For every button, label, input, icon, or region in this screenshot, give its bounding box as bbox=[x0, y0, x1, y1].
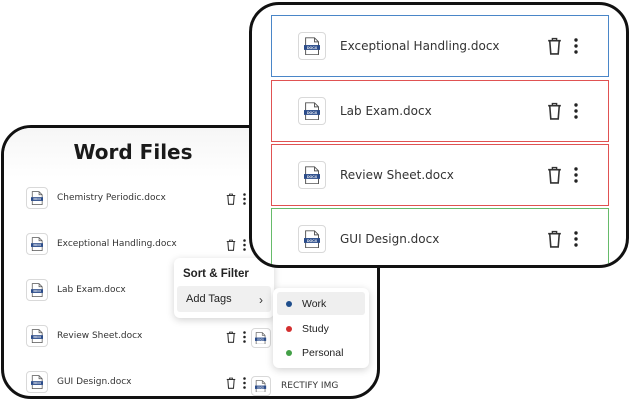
tag-color-dot bbox=[286, 325, 292, 332]
svg-text:DOCX: DOCX bbox=[33, 289, 41, 293]
trash-icon[interactable] bbox=[226, 238, 236, 251]
svg-text:DOCX: DOCX bbox=[258, 387, 265, 389]
tag-color-dot bbox=[286, 300, 292, 307]
tagged-file-row[interactable]: DOCX GUI Design.docx bbox=[271, 208, 609, 265]
file-name: GUI Design.docx bbox=[57, 377, 132, 387]
svg-text:DOCX: DOCX bbox=[33, 335, 41, 339]
context-menu: Sort & Filter Add Tags › bbox=[174, 258, 274, 318]
more-vertical-icon[interactable] bbox=[574, 231, 578, 247]
docx-file-icon: DOCX bbox=[251, 328, 271, 348]
trash-icon[interactable] bbox=[226, 376, 236, 389]
trash-icon[interactable] bbox=[226, 330, 236, 343]
add-tags-label: Add Tags bbox=[186, 293, 232, 305]
tagged-file-row[interactable]: DOCX Lab Exam.docx bbox=[271, 80, 609, 142]
svg-text:DOCX: DOCX bbox=[33, 243, 41, 247]
file-row[interactable]: DOCX Exceptional Handling.docx bbox=[26, 229, 246, 259]
sort-filter-menu-item[interactable]: Sort & Filter bbox=[174, 261, 274, 287]
more-vertical-icon[interactable] bbox=[243, 376, 246, 389]
docx-file-icon: DOCX bbox=[26, 279, 48, 301]
file-name: Lab Exam.docx bbox=[340, 104, 432, 118]
file-row[interactable]: DOCX Lab Exam.docx bbox=[26, 275, 246, 305]
docx-file-icon: DOCX bbox=[26, 325, 48, 347]
trash-icon[interactable] bbox=[547, 102, 562, 120]
file-name: Exceptional Handling.docx bbox=[57, 239, 177, 249]
file-row[interactable]: DOCX GUI Design.docx bbox=[26, 367, 246, 396]
docx-file-icon: DOCX bbox=[26, 233, 48, 255]
tag-item-study[interactable]: Study bbox=[277, 317, 365, 340]
tag-label: Personal bbox=[302, 346, 344, 359]
tag-item-work[interactable]: Work bbox=[277, 292, 365, 315]
more-vertical-icon[interactable] bbox=[574, 103, 578, 119]
more-vertical-icon[interactable] bbox=[574, 167, 578, 183]
file-name: GUI Design.docx bbox=[340, 232, 440, 246]
file-name: Lab Exam.docx bbox=[57, 285, 126, 295]
file-name: RECTIFY IMG bbox=[281, 381, 339, 391]
file-name: Chemistry Periodic.docx bbox=[57, 193, 166, 203]
page-title: Word Files bbox=[73, 140, 193, 164]
more-vertical-icon[interactable] bbox=[243, 192, 246, 205]
tags-submenu: Work Study Personal bbox=[273, 288, 369, 368]
svg-text:DOCX: DOCX bbox=[258, 339, 265, 341]
docx-file-icon: DOCX bbox=[298, 32, 326, 60]
tag-label: Work bbox=[302, 297, 327, 310]
tag-item-personal[interactable]: Personal bbox=[277, 341, 365, 364]
more-vertical-icon[interactable] bbox=[243, 238, 246, 251]
svg-text:DOCX: DOCX bbox=[307, 46, 318, 50]
chevron-right-icon: › bbox=[259, 293, 263, 307]
file-row[interactable]: DOCX RECTIFY IMG bbox=[251, 376, 377, 396]
docx-file-icon: DOCX bbox=[26, 371, 48, 393]
tagged-file-row[interactable]: DOCX Review Sheet.docx bbox=[271, 144, 609, 206]
trash-icon[interactable] bbox=[547, 230, 562, 248]
svg-text:DOCX: DOCX bbox=[307, 175, 318, 179]
file-name: Exceptional Handling.docx bbox=[340, 39, 500, 53]
trash-icon[interactable] bbox=[547, 37, 562, 55]
file-row[interactable]: DOCX Review Sheet.docx bbox=[26, 321, 246, 351]
docx-file-icon: DOCX bbox=[26, 187, 48, 209]
docx-file-icon: DOCX bbox=[298, 97, 326, 125]
tag-color-dot bbox=[286, 349, 292, 356]
docx-file-icon: DOCX bbox=[298, 161, 326, 189]
tag-label: Study bbox=[302, 322, 329, 335]
file-name: Review Sheet.docx bbox=[57, 331, 143, 341]
add-tags-menu-item[interactable]: Add Tags › bbox=[177, 286, 271, 312]
trash-icon[interactable] bbox=[226, 192, 236, 205]
more-vertical-icon[interactable] bbox=[574, 38, 578, 54]
sort-filter-label: Sort & Filter bbox=[183, 268, 249, 280]
file-name: Review Sheet.docx bbox=[340, 168, 454, 182]
file-row[interactable]: DOCX Chemistry Periodic.docx bbox=[26, 183, 246, 213]
trash-icon[interactable] bbox=[547, 166, 562, 184]
svg-text:DOCX: DOCX bbox=[33, 381, 41, 385]
svg-text:DOCX: DOCX bbox=[307, 239, 318, 243]
docx-file-icon: DOCX bbox=[298, 225, 326, 253]
svg-text:DOCX: DOCX bbox=[33, 197, 41, 201]
more-vertical-icon[interactable] bbox=[243, 330, 246, 343]
tagged-file-row[interactable]: DOCX Exceptional Handling.docx bbox=[271, 15, 609, 77]
svg-text:DOCX: DOCX bbox=[307, 111, 318, 115]
docx-file-icon: DOCX bbox=[251, 376, 271, 396]
